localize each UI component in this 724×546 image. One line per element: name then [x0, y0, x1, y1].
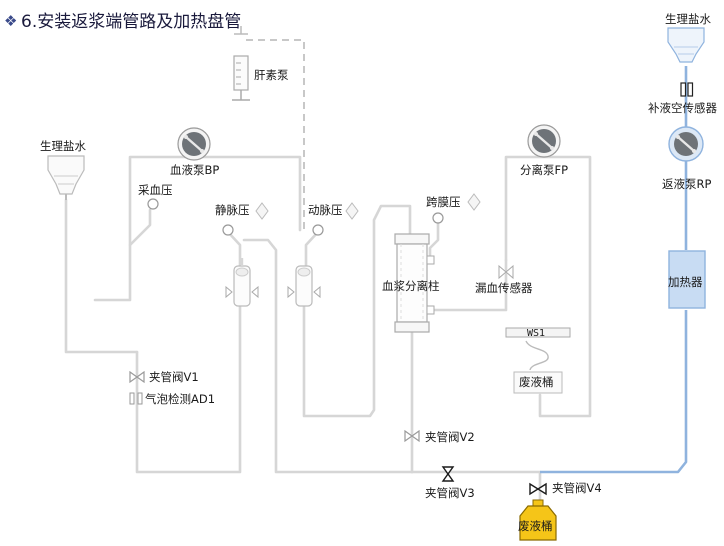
bubble-ad1-label: 气泡检测AD1	[145, 392, 215, 406]
tmp-diamond-icon	[467, 193, 481, 211]
heparin-syringe	[232, 26, 250, 101]
blood-pump-label: 血液泵BP	[170, 163, 219, 177]
venous-pressure-diamond-icon	[255, 202, 269, 220]
page-title: 6.安装返浆端管路及加热盘管	[21, 12, 241, 32]
saline-left-label: 生理盐水	[40, 139, 86, 153]
venous-drip-chamber	[225, 258, 259, 307]
venous-pressure-sensor[interactable]	[222, 224, 234, 236]
blood-leak-sensor-label: 漏血传感器	[475, 281, 533, 295]
tmp-label: 跨膜压	[426, 195, 461, 209]
return-pump-rp[interactable]	[668, 126, 704, 162]
clamp-v3-label: 夹管阀V3	[425, 486, 475, 500]
waste-bag-label: 废液桶	[519, 375, 554, 389]
title-bullet: ❖	[4, 12, 17, 30]
separation-pump-fp[interactable]	[527, 124, 561, 158]
saline-right-label: 生理盐水	[665, 12, 711, 26]
heater[interactable]	[668, 250, 706, 309]
arterial-pressure-diamond-icon	[345, 202, 359, 220]
heparin-pump-label: 肝素泵	[254, 68, 289, 82]
waste-bucket-label: 废液桶	[518, 519, 553, 533]
clamp-valve-v4[interactable]	[529, 482, 547, 496]
clamp-v1-label: 夹管阀V1	[149, 370, 199, 384]
blood-draw-pressure-label: 采血压	[138, 183, 173, 197]
blood-draw-pressure-sensor[interactable]	[147, 198, 159, 210]
clamp-valve-v3[interactable]	[441, 466, 455, 482]
blood-pump-bp[interactable]	[177, 127, 211, 161]
clamp-valve-v2[interactable]	[404, 429, 420, 443]
waste-bucket[interactable]	[519, 499, 557, 541]
ws1-label: WS1	[527, 328, 545, 339]
waste-bag-ws1	[505, 327, 571, 394]
arterial-drip-chamber	[287, 265, 321, 307]
arterial-pressure-sensor[interactable]	[312, 224, 324, 236]
tmp-sensor[interactable]	[432, 212, 444, 224]
bubble-detector-ad1[interactable]	[129, 392, 143, 405]
plasma-separator-column[interactable]	[394, 233, 435, 333]
saline-bag-left	[47, 155, 85, 200]
separation-pump-label: 分离泵FP	[520, 163, 568, 177]
plasma-separator-label: 血浆分离柱	[382, 279, 440, 293]
clamp-v2-label: 夹管阀V2	[425, 430, 475, 444]
heater-label: 加热器	[668, 275, 703, 289]
heparin-line	[246, 39, 305, 230]
clamp-v4-label: 夹管阀V4	[552, 481, 602, 495]
return-tubing	[540, 66, 688, 474]
replenish-empty-sensor[interactable]	[680, 82, 694, 97]
return-pump-label: 返液泵RP	[662, 177, 711, 191]
saline-bag-right	[667, 27, 705, 63]
clamp-valve-v1[interactable]	[129, 370, 145, 384]
blood-leak-sensor[interactable]	[498, 264, 514, 280]
replenish-sensor-label: 补液空传感器	[648, 101, 717, 115]
arterial-pressure-label: 动脉压	[308, 203, 343, 217]
venous-pressure-label: 静脉压	[215, 203, 250, 217]
